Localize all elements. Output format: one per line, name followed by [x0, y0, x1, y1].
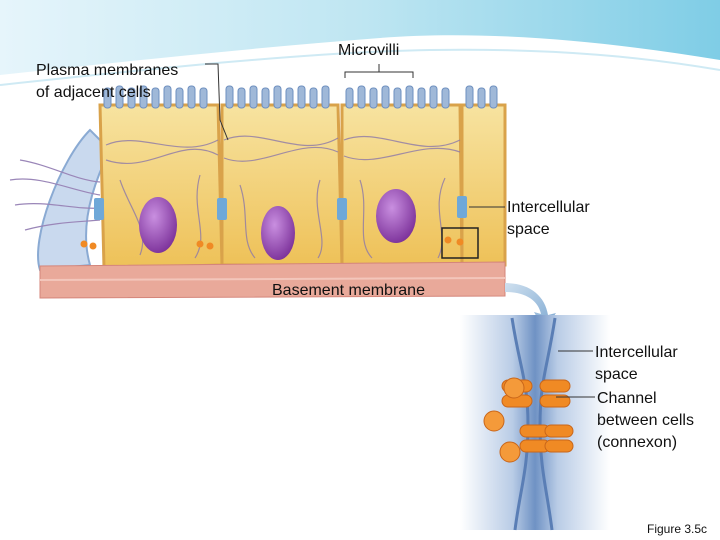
label-plasma-membranes-line1: Plasma membranes — [36, 62, 179, 79]
label-channel-line2: between cells — [597, 412, 694, 429]
label-intercellular-space-1-line1: Intercellular — [507, 199, 590, 216]
cell-junctions — [94, 196, 467, 220]
nucleus-2 — [261, 206, 295, 260]
connexon-rosettes — [483, 377, 525, 463]
label-plasma-membranes: Plasma membranes of adjacent cells — [36, 60, 178, 104]
nucleus-3 — [376, 189, 416, 243]
figure-label: Figure 3.5c — [647, 522, 708, 536]
label-intercellular-space-1-line2: space — [507, 221, 550, 238]
microvilli-brush-border — [103, 85, 498, 109]
label-channel-between-cells: Channel between cells (connexon) — [597, 388, 694, 454]
cytoskeleton-filaments — [105, 135, 461, 259]
magnified-region-box — [441, 227, 479, 259]
external-fibers — [9, 159, 101, 231]
label-intercellular-space-1: Intercellular space — [507, 197, 590, 241]
label-intercellular-space-2-line2: space — [595, 366, 638, 383]
label-plasma-membranes-line2: of adjacent cells — [36, 84, 151, 101]
zoomed-gap-junction — [460, 315, 610, 531]
label-intercellular-space-2-line1: Intercellular — [595, 344, 678, 361]
epithelial-cells — [9, 85, 507, 299]
label-channel-line1: Channel — [597, 390, 657, 407]
leader-lines — [205, 63, 595, 398]
label-basement-membrane: Basement membrane — [272, 282, 425, 299]
header-banner — [0, 0, 720, 86]
label-intercellular-space-2: Intercellular space — [595, 342, 678, 386]
gap-junction-dots — [80, 236, 464, 250]
label-channel-line3: (connexon) — [597, 434, 678, 451]
nucleus-1 — [139, 197, 177, 253]
label-microvilli: Microvilli — [338, 42, 400, 59]
